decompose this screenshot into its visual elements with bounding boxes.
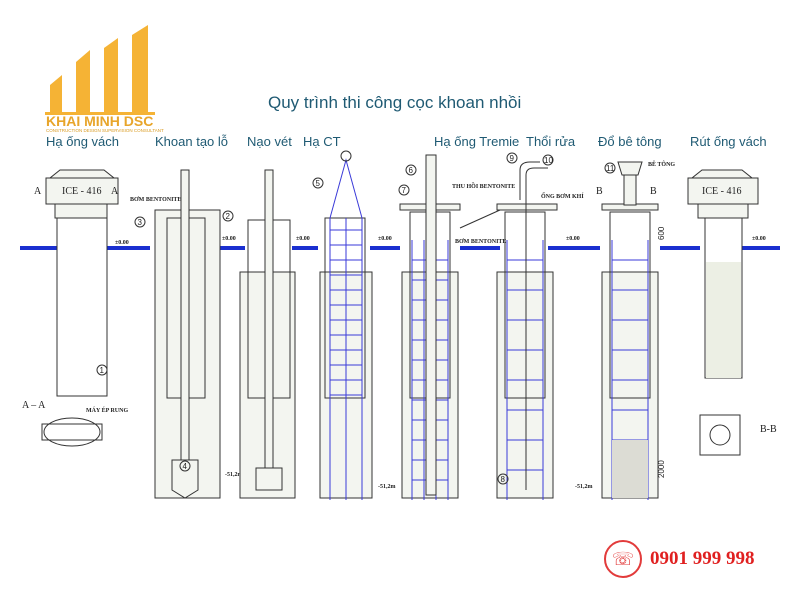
step4-drawing: 5 ±0.00 -51,2m	[312, 150, 396, 500]
air-pipe-label: ỐNG BƠM KHÍ	[541, 192, 584, 200]
page-title: Quy trình thi công cọc khoan nhồi	[268, 93, 521, 112]
marker-8: 8	[501, 475, 506, 484]
marker-4: 4	[183, 462, 188, 471]
logo: KHAI MINH DSC CONSTRUCTION DESIGN SUPERV…	[45, 25, 164, 133]
section-aa-label: A – A	[22, 400, 46, 411]
depth-label: -51,2m	[575, 484, 593, 490]
bentonite-pump-label-2: BƠM BENTONITE	[455, 238, 506, 245]
section-a-mark: A	[34, 186, 42, 197]
depth-label: -51,2m	[378, 484, 396, 490]
step-label-1: Hạ ống vách	[46, 134, 119, 149]
step3-drawing: ±0.00	[239, 169, 310, 499]
level-label: ±0.00	[566, 236, 580, 242]
step-label-3: Nạo vét	[247, 134, 292, 149]
marker-11: 11	[606, 164, 615, 173]
phone-number[interactable]: 0901 999 998	[650, 548, 755, 569]
section-b-mark: B	[650, 186, 657, 197]
step7-drawing: 11 BÊ TÔNG B B 600 2000	[596, 160, 675, 500]
dim-600: 600	[657, 226, 666, 240]
logo-name: KHAI MINH DSC	[46, 113, 153, 129]
bentonite-recover-label: THU HỒI BENTONITE	[452, 182, 515, 190]
level-label: ±0.00	[222, 236, 236, 242]
marker-6: 6	[409, 166, 414, 175]
section-bb-label: B-B	[760, 424, 777, 435]
step5-drawing: 6 7 THU HỒI BENTONITE BƠM BENTONITE	[398, 154, 515, 500]
marker-2: 2	[226, 212, 231, 221]
dim-2000: 2000	[657, 460, 666, 478]
marker-3: 3	[138, 218, 143, 227]
marker-10: 10	[544, 156, 553, 165]
step-label-4: Hạ CT	[303, 134, 341, 149]
step-label-6: Thổi rửa	[526, 134, 576, 149]
machine-label: ICE - 416	[62, 186, 101, 197]
level-label: ±0.00	[115, 240, 129, 246]
logo-tagline: CONSTRUCTION DESIGN SUPERVISION CONSULTA…	[46, 128, 164, 133]
step8-drawing: ICE - 416 ±0.00 B-B	[687, 169, 777, 456]
step-label-7: Đổ bê tông	[598, 134, 662, 149]
step2-drawing: 4 3 2 BƠM BENTONITE ±0.00 -51,2m	[130, 169, 243, 499]
marker-1: 1	[100, 366, 105, 375]
machine-label-2: ICE - 416	[702, 186, 741, 197]
step1-drawing: ICE - 416 A A 1 A – A MÁY ÉP RUNG ±0.00	[22, 169, 129, 447]
phone-icon: ☏	[604, 540, 642, 578]
step-label-5: Hạ ống Tremie	[434, 134, 519, 149]
marker-5: 5	[316, 179, 321, 188]
step-label-8: Rút ống vách	[690, 134, 767, 149]
level-label: ±0.00	[378, 236, 392, 242]
concrete-label: BÊ TÔNG	[648, 160, 675, 168]
step-label-2: Khoan tạo lỗ	[155, 134, 228, 149]
level-label: ±0.00	[296, 236, 310, 242]
section-a-mark: A	[111, 186, 119, 197]
bentonite-pump-label: BƠM BENTONITE	[130, 196, 181, 203]
step6-drawing: 9 10 8 ỐNG BƠM KHÍ ±0.00 -51,2m	[496, 152, 593, 500]
depth-label: -51,2m	[225, 472, 243, 478]
marker-9: 9	[510, 154, 515, 163]
contact-phone[interactable]: ☏ 0901 999 998	[604, 540, 755, 578]
section-b-mark: B	[596, 186, 603, 197]
vibro-label: MÁY ÉP RUNG	[86, 406, 128, 414]
marker-7: 7	[402, 186, 407, 195]
level-label: ±0.00	[752, 236, 766, 242]
